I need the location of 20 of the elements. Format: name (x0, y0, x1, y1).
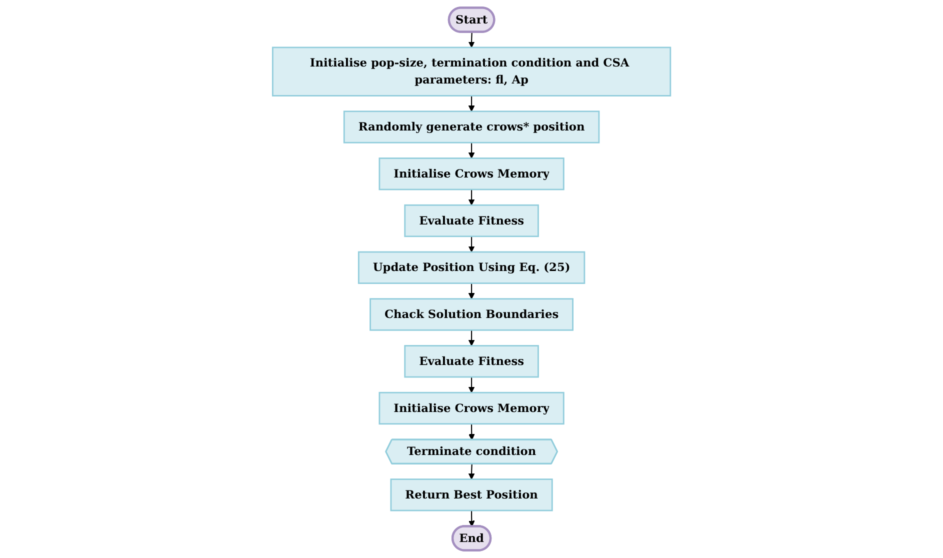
arrow (468, 190, 475, 206)
arrow (468, 377, 475, 393)
node-box: Chack Solution Boundaries (370, 298, 574, 331)
node-box: Randomly generate crows* position (343, 110, 600, 144)
node-box: Return Best Position (390, 478, 553, 512)
arrow (468, 96, 475, 112)
arrow (468, 330, 475, 346)
node-box: Initialise Crows Memory (378, 392, 564, 425)
node-box: Evaluate Fitness (404, 204, 539, 238)
node-box: Evaluate Fitness (404, 345, 539, 378)
arrow (468, 236, 475, 252)
arrow (468, 464, 475, 480)
arrow (468, 510, 475, 527)
arrow (468, 142, 475, 159)
node-box: Initialise pop-size, termination condition and CSA parameters: fl, Ap (272, 46, 672, 96)
arrow (468, 283, 475, 300)
arrow (468, 32, 475, 48)
arrow (468, 424, 475, 440)
node-box: Initialise Crows Memory (378, 158, 564, 190)
node-box: Update Position Using Eq. (25) (358, 251, 586, 284)
